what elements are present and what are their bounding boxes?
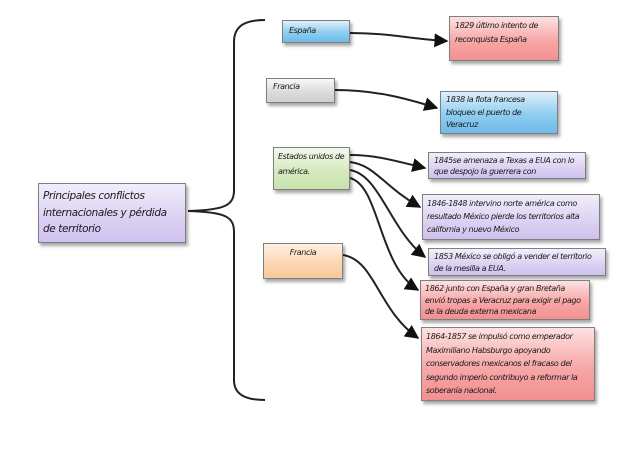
arrow-francia2-1864 — [342, 254, 420, 339]
country-box-francia-1: Francia — [266, 78, 335, 103]
event-text: 1838 la flota francesa bloqueo el puerto… — [446, 95, 525, 129]
root-label: Principales conflictos internacionales y… — [43, 190, 167, 235]
arrow-eua-1845 — [349, 154, 427, 172]
country-label: Estados unidos de américa. — [278, 152, 345, 176]
arrow-eua-1853 — [349, 169, 427, 258]
event-box-1845: 1845se amenaza a Texas a EUA con lo que … — [428, 152, 586, 179]
arrow-francia1 — [334, 89, 439, 111]
arrow-espana — [349, 32, 449, 48]
country-label: Francia — [273, 82, 300, 91]
country-box-francia-2: Francia — [263, 243, 343, 279]
event-box-1862: 1862 junto con España y gran Bretaña env… — [420, 280, 590, 320]
country-box-espana: España — [282, 20, 350, 43]
event-text: 1846-1848 intervino norte américa como r… — [427, 199, 580, 234]
arrow-eua-1846 — [349, 161, 422, 208]
event-text: 1829 último intento de reconquista Españ… — [455, 21, 538, 44]
event-text: 1862 junto con España y gran Bretaña env… — [425, 284, 581, 316]
country-label: Francia — [289, 248, 317, 257]
country-box-eua: Estados unidos de américa. — [273, 147, 350, 190]
event-text: 1853 México se obligó a vender el territ… — [434, 252, 592, 273]
event-box-1864: 1864-1857 se impulsó como emperador Maxi… — [421, 327, 595, 401]
event-box-1838: 1838 la flota francesa bloqueo el puerto… — [440, 91, 558, 134]
root-box: Principales conflictos internacionales y… — [38, 183, 186, 243]
event-box-1829: 1829 último intento de reconquista Españ… — [449, 16, 559, 61]
event-text: 1845se amenaza a Texas a EUA con lo que … — [434, 156, 575, 176]
event-box-1853: 1853 México se obligó a vender el territ… — [428, 248, 606, 276]
event-box-1846: 1846-1848 intervino norte américa como r… — [422, 194, 600, 240]
main-brace — [187, 19, 266, 401]
arrow-eua-1862 — [349, 177, 420, 291]
country-label: España — [289, 26, 316, 35]
event-text: 1864-1857 se impulsó como emperador Maxi… — [426, 332, 578, 395]
